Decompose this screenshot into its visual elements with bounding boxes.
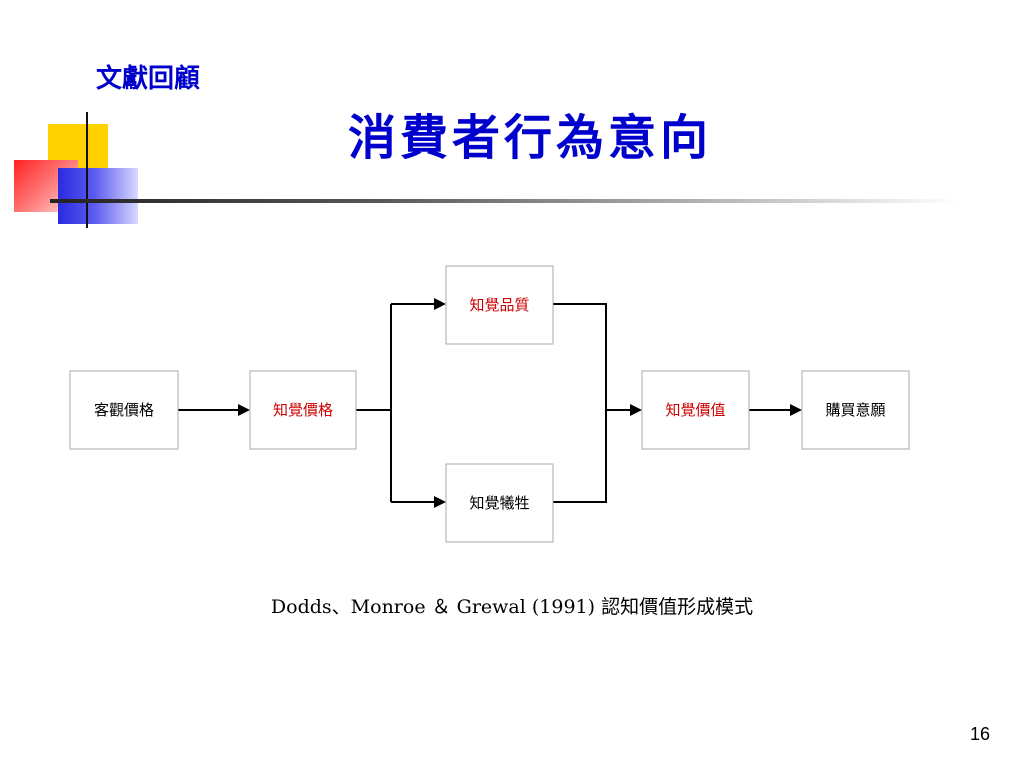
edge-quality-to-merge <box>553 303 607 503</box>
node-label: 客觀價格 <box>94 401 154 419</box>
node-purchase-intention: 購買意願 <box>801 370 910 450</box>
page-number: 16 <box>969 724 990 744</box>
arrowhead-perceived-price <box>238 404 250 416</box>
node-label: 知覺價格 <box>273 401 333 419</box>
section-label: 文獻回顧 <box>96 64 201 94</box>
node-perceived-value: 知覺價值 <box>641 370 750 450</box>
node-perceived-quality: 知覺品質 <box>445 265 554 345</box>
node-objective-price: 客觀價格 <box>69 370 179 450</box>
slide-title: 消費者行為意向 <box>347 110 712 166</box>
arrowhead-perceived-quality <box>434 298 446 310</box>
diagram-caption: Dodds、Monroe ＆ Grewal (1991) 認知價值形成模式 <box>270 596 754 618</box>
decorative-blue-square <box>58 168 138 224</box>
title-underline-rule <box>50 199 960 203</box>
node-label: 知覺品質 <box>469 296 529 314</box>
node-perceived-sacrifice: 知覺犧牲 <box>445 463 554 543</box>
arrowhead-perceived-value <box>630 404 642 416</box>
decorative-vertical-line <box>86 112 88 228</box>
arrowhead-perceived-sacrifice <box>434 496 446 508</box>
node-label: 知覺犧牲 <box>469 494 529 512</box>
arrowhead-purchase-intention <box>790 404 802 416</box>
node-label: 知覺價值 <box>665 401 725 419</box>
node-perceived-price: 知覺價格 <box>249 370 357 450</box>
node-label: 購買意願 <box>825 401 885 419</box>
diagram-edges <box>178 298 802 508</box>
